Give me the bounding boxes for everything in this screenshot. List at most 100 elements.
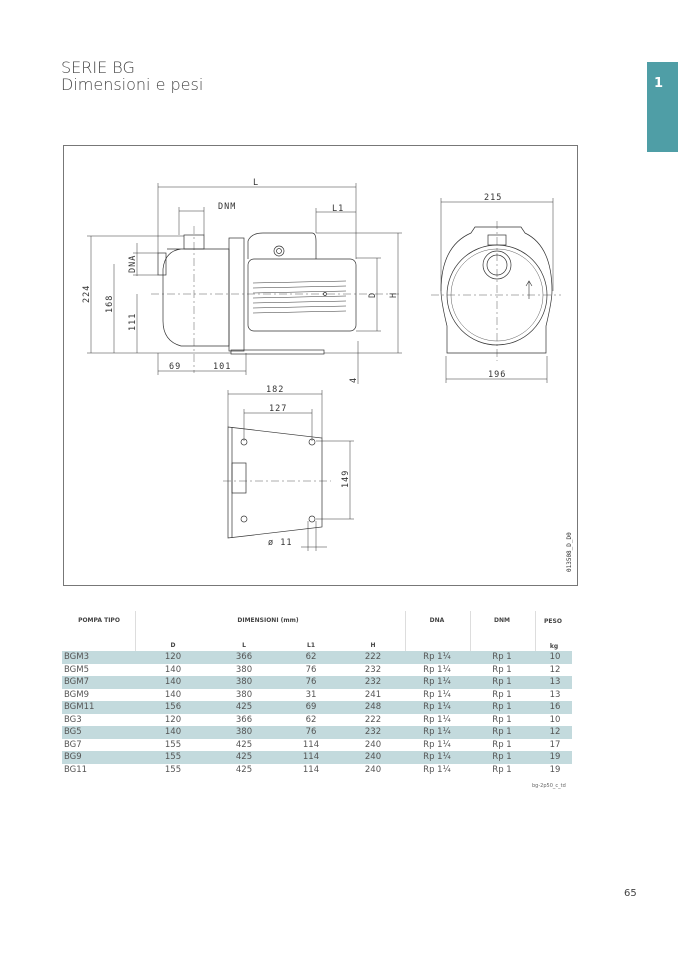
table-header: POMPA TIPO DIMENSIONI (mm) DNA DNM PESO … (62, 611, 572, 651)
table-cell: 240 (364, 764, 382, 775)
table-cell: 62 (305, 714, 317, 725)
table-cell: BG3 (64, 714, 82, 725)
label-168: 168 (105, 295, 115, 313)
table-cell: Rp 1 (492, 739, 512, 750)
subheader-D: D (170, 642, 176, 649)
table-cell: 425 (235, 764, 253, 775)
dimension-labels: L DNM L1 DNA 224 168 111 D H 69 101 4 21… (82, 178, 573, 572)
side-view (151, 226, 401, 373)
table-cell: 156 (164, 702, 182, 712)
table-cell: 366 (235, 652, 253, 662)
header-dnm: DNM (494, 617, 510, 624)
table-cell: 114 (302, 739, 320, 750)
table-cell: Rp 1¼ (423, 714, 451, 725)
table-cell: Rp 1 (492, 689, 512, 700)
table-cell: 232 (364, 727, 382, 737)
label-L: L (253, 178, 259, 188)
table-cell: Rp 1¼ (423, 752, 451, 762)
label-149: 149 (341, 470, 351, 488)
table-cell: 222 (364, 652, 382, 662)
table-cell: 366 (235, 714, 253, 725)
label-127: 127 (269, 404, 287, 414)
table-cell: 240 (364, 752, 382, 762)
table-cell: BG9 (64, 752, 82, 762)
label-DNA: DNA (128, 255, 138, 273)
subheader-H: H (370, 642, 376, 649)
page-number: 65 (624, 888, 637, 899)
table-cell: BGM9 (64, 689, 90, 700)
table-cell: 232 (364, 664, 382, 675)
table-cell: Rp 1 (492, 702, 512, 712)
table-cell: 155 (164, 764, 182, 775)
table-cell: 140 (164, 664, 182, 675)
label-D: D (368, 292, 378, 298)
table-cell: BG7 (64, 739, 82, 750)
drawing-code: 013508_D_D0 (566, 532, 573, 572)
label-224: 224 (82, 285, 92, 303)
subheader-kg: kg (549, 643, 559, 650)
table-cell: 380 (235, 689, 253, 700)
base-view (223, 426, 331, 539)
dimension-lines (87, 183, 554, 551)
label-69: 69 (169, 362, 181, 372)
table-cell: 31 (305, 689, 317, 700)
table-cell: 380 (235, 677, 253, 687)
table-cell: 19 (549, 764, 561, 775)
table-cell: Rp 1 (492, 664, 512, 675)
header-model: POMPA TIPO (78, 617, 120, 624)
table-cell: Rp 1¼ (423, 652, 451, 662)
table-cell: 76 (305, 727, 317, 737)
table-cell: Rp 1¼ (423, 689, 451, 700)
table-cell: 10 (549, 714, 561, 725)
page-title: SERIE BG Dimensioni e pesi (61, 59, 203, 93)
table-cell: 76 (305, 677, 317, 687)
table-cell: Rp 1¼ (423, 764, 451, 775)
label-H: H (389, 292, 399, 298)
table-cell: 248 (364, 702, 382, 712)
table-cell: BGM5 (64, 664, 90, 675)
table-cell: Rp 1¼ (423, 739, 451, 750)
table-cell: BGM3 (64, 652, 90, 662)
table-cell: 69 (305, 702, 317, 712)
table-cell: Rp 1¼ (423, 727, 451, 737)
table-cell: 114 (302, 752, 320, 762)
table-cell: 12 (549, 664, 561, 675)
table-cell: 155 (164, 739, 182, 750)
table-cell: 140 (164, 689, 182, 700)
table-cell: 62 (305, 652, 317, 662)
table-cell: 425 (235, 739, 253, 750)
subheader-L: L (242, 642, 246, 649)
label-182: 182 (266, 385, 284, 395)
table-cell: 425 (235, 702, 253, 712)
header-dna: DNA (429, 617, 445, 624)
table-cell: 241 (364, 689, 382, 700)
table-cell: 380 (235, 664, 253, 675)
table-cell: BGM11 (64, 702, 95, 712)
table-cell: 140 (164, 727, 182, 737)
label-diam-11: ø 11 (268, 538, 292, 548)
dimensions-table: POMPA TIPO DIMENSIONI (mm) DNA DNM PESO … (62, 611, 572, 776)
label-196: 196 (488, 370, 506, 380)
table-cell: 425 (235, 752, 253, 762)
pump-dimension-drawing: L DNM L1 DNA 224 168 111 D H 69 101 4 21… (82, 178, 573, 572)
table-cell: Rp 1 (492, 764, 512, 775)
table-cell: Rp 1¼ (423, 664, 451, 675)
table-cell: Rp 1 (492, 677, 512, 687)
section-number: 1 (654, 76, 664, 91)
table-cell: BG5 (64, 727, 82, 737)
table-code: bg-2p50_c_td (532, 783, 566, 789)
section-tab: 1 (647, 62, 678, 152)
section-subtitle: Dimensioni e pesi (61, 75, 204, 94)
table-cell: 120 (164, 652, 182, 662)
label-L1: L1 (332, 204, 344, 214)
table-cell: 232 (364, 677, 382, 687)
table-cell: 155 (164, 752, 182, 762)
